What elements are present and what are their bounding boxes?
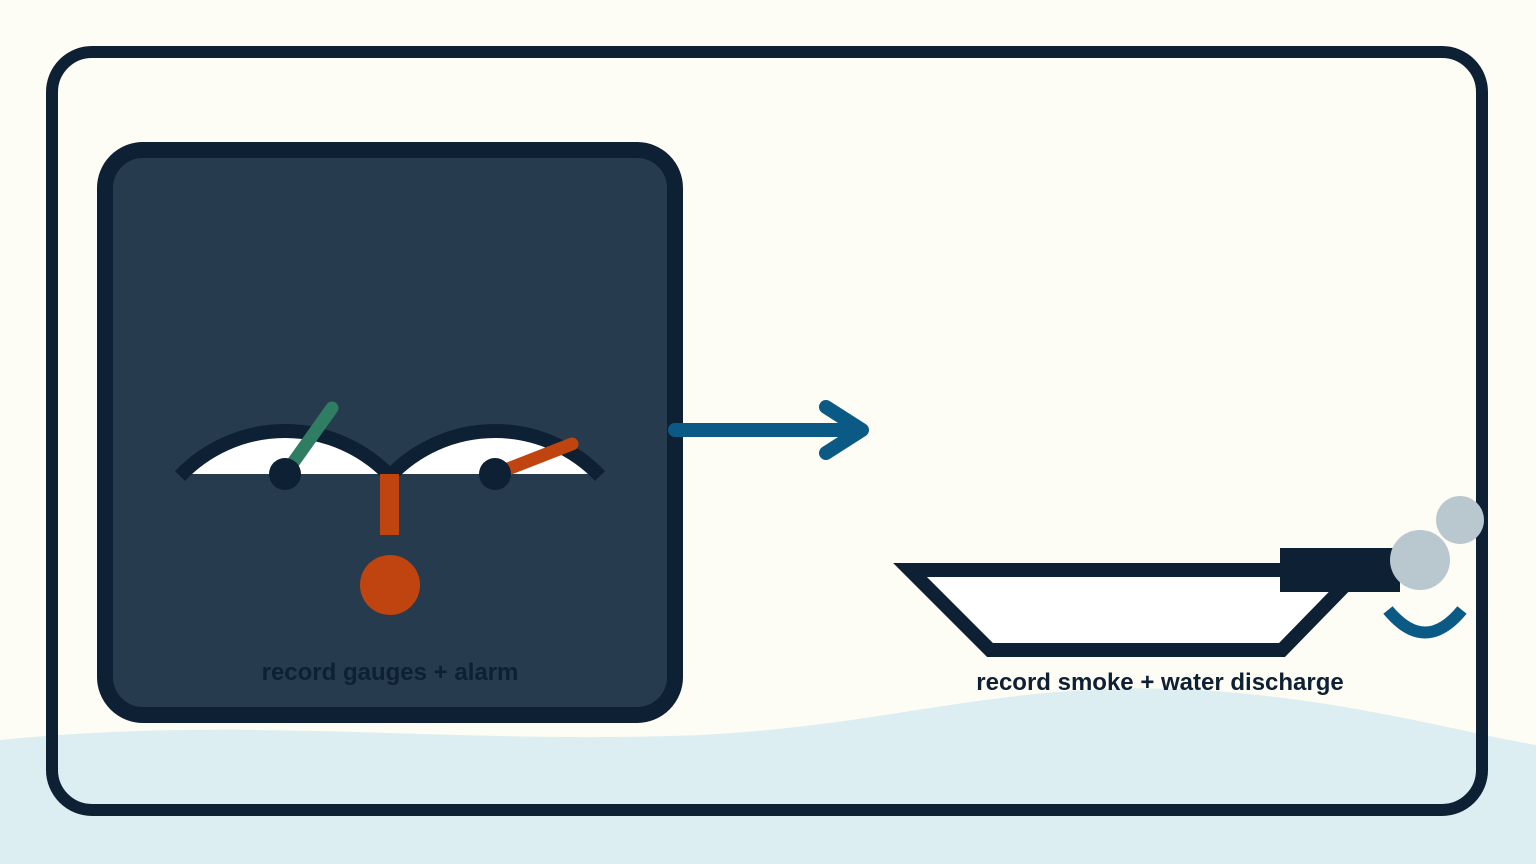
boat-icon: [893, 563, 1377, 657]
gauge-icon: [384, 424, 606, 490]
right-gauge-pivot: [479, 458, 511, 490]
arrow-head: [819, 400, 869, 460]
alarm-light: [360, 555, 420, 615]
alarm-icon: [360, 474, 420, 615]
exhaust-pipe-icon: [1280, 548, 1400, 592]
left-gauge-rim: [174, 424, 396, 481]
water-discharge-icon: [1383, 606, 1467, 639]
gauge-icon: [174, 401, 396, 490]
water-background: [0, 688, 1536, 864]
left-gauge-pivot: [269, 458, 301, 490]
smoke-icon: [1390, 496, 1484, 590]
instrument-panel: record gauges + alarm: [97, 142, 683, 723]
smoke-puff-small: [1436, 496, 1484, 544]
boat-hull: [893, 563, 1377, 657]
left-panel-caption: record gauges + alarm: [262, 659, 519, 686]
alarm-stem: [380, 474, 399, 535]
right-panel-caption: record smoke + water discharge: [976, 669, 1344, 696]
right-gauge-rim: [384, 424, 606, 481]
arrow-right-icon: [668, 400, 869, 460]
smoke-puff-large: [1390, 530, 1450, 590]
panel-box: [97, 142, 683, 723]
outer-frame: [46, 46, 1488, 816]
